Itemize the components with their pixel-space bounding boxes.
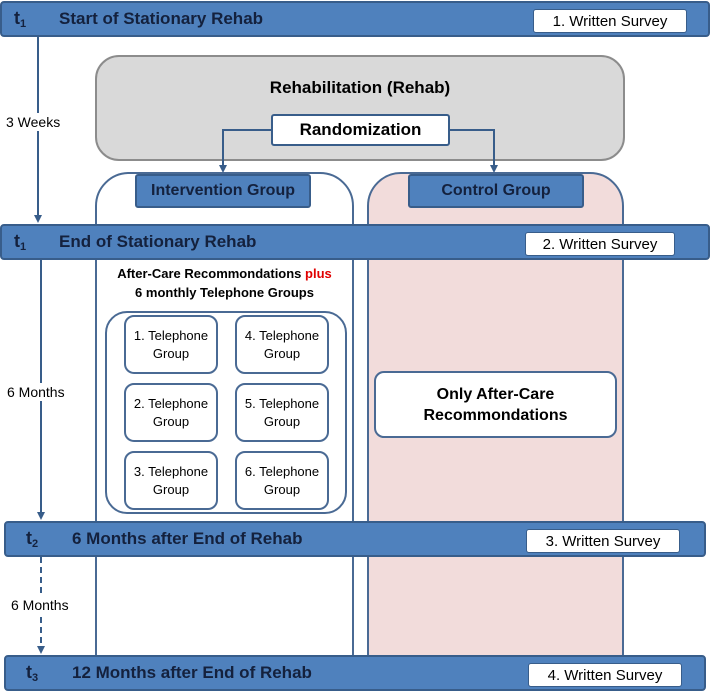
randomization-arrow-right xyxy=(450,129,498,173)
plus-text: plus xyxy=(305,266,332,281)
telephone-group-4: 4. Telephone Group xyxy=(235,315,329,374)
timepoint-band-2: t1 End of Stationary Rehab 2. Written Su… xyxy=(0,224,710,260)
timepoint-title: Start of Stationary Rehab xyxy=(59,9,264,28)
telephone-group-sublabel: Group xyxy=(152,481,190,497)
timepoint-label: t2 xyxy=(26,528,39,550)
intervention-group-header: Intervention Group xyxy=(135,174,311,208)
written-survey-2: 2. Written Survey xyxy=(525,232,675,256)
telephone-group-sublabel: Group xyxy=(152,345,190,361)
timepoint-label: t1 xyxy=(14,8,27,30)
timepoint-band-1: t1 Start of Stationary Rehab 1. Written … xyxy=(0,1,710,37)
telephone-group-label: 2. Telephone xyxy=(133,395,209,411)
telephone-group-6: 6. Telephone Group xyxy=(235,451,329,510)
telephone-group-label: 5. Telephone xyxy=(244,395,320,411)
written-survey-4: 4. Written Survey xyxy=(528,663,682,687)
telephone-group-label: 3. Telephone xyxy=(133,463,209,479)
telephone-group-1: 1. Telephone Group xyxy=(124,315,218,374)
only-aftercare-box: Only After-Care Recommondations xyxy=(374,371,617,438)
telephone-group-sublabel: Group xyxy=(263,481,301,497)
rehabilitation-box xyxy=(95,55,625,161)
randomization-box: Randomization xyxy=(271,114,450,146)
rehabilitation-title: Rehabilitation (Rehab) xyxy=(269,78,451,97)
written-survey-3: 3. Written Survey xyxy=(526,529,680,553)
randomization-arrow-left xyxy=(219,129,271,173)
telephone-group-label: 6. Telephone xyxy=(244,463,320,479)
telephone-group-label: 1. Telephone xyxy=(133,327,209,343)
timepoint-label: t3 xyxy=(26,662,39,684)
aftercare-line-1: After-Care Recommondations xyxy=(117,266,302,281)
only-aftercare-line-2: Recommondations xyxy=(423,406,568,424)
telephone-group-2: 2. Telephone Group xyxy=(124,383,218,442)
timepoint-band-4: t3 12 Months after End of Rehab 4. Writt… xyxy=(4,655,706,691)
telephone-group-sublabel: Group xyxy=(263,413,301,429)
timepoint-title: End of Stationary Rehab xyxy=(59,232,257,251)
control-group-header: Control Group xyxy=(408,174,584,208)
duration-label-6-months-2: 6 Months xyxy=(11,596,69,614)
duration-label-6-months: 6 Months xyxy=(7,383,65,401)
timepoint-title: 6 Months after End of Rehab xyxy=(72,529,303,548)
timepoint-band-3: t2 6 Months after End of Rehab 3. Writte… xyxy=(4,521,706,557)
aftercare-line-2: 6 monthly Telephone Groups xyxy=(135,285,314,300)
telephone-group-sublabel: Group xyxy=(152,413,190,429)
telephone-group-5: 5. Telephone Group xyxy=(235,383,329,442)
telephone-group-sublabel: Group xyxy=(263,345,301,361)
timepoint-label: t1 xyxy=(14,231,27,253)
written-survey-1: 1. Written Survey xyxy=(533,9,687,33)
telephone-group-label: 4. Telephone xyxy=(244,327,320,343)
duration-label-3-weeks: 3 Weeks xyxy=(6,113,61,131)
timepoint-title: 12 Months after End of Rehab xyxy=(72,663,312,682)
only-aftercare-line-1: Only After-Care xyxy=(436,385,555,403)
intervention-aftercare-text: After-Care Recommondations plus 6 monthl… xyxy=(97,264,352,302)
telephone-group-3: 3. Telephone Group xyxy=(124,451,218,510)
